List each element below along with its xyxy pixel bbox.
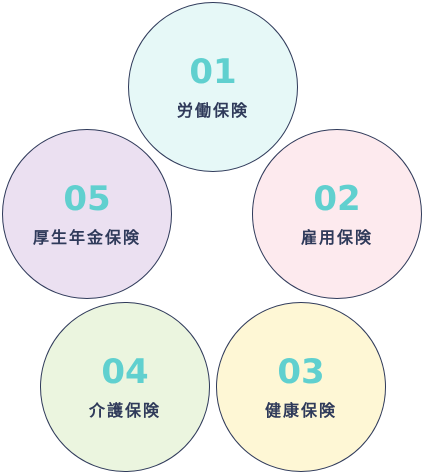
circle-number: 05 [63, 179, 111, 219]
circle-label: 健康保険 [264, 401, 337, 420]
circle-number: 01 [189, 52, 237, 92]
circle-number: 03 [277, 352, 325, 392]
insurance-circle-02: 02 雇用保険 [252, 129, 422, 299]
insurance-circle-04: 04 介護保険 [40, 302, 210, 472]
circle-label: 厚生年金保険 [32, 228, 141, 247]
insurance-circle-03: 03 健康保険 [216, 302, 386, 472]
circle-label: 労働保険 [176, 101, 249, 120]
circle-number: 04 [101, 352, 149, 392]
insurance-circle-05: 05 厚生年金保険 [2, 129, 172, 299]
circle-label: 雇用保険 [300, 228, 373, 247]
insurance-circle-01: 01 労働保険 [128, 2, 298, 172]
circle-label: 介護保険 [88, 401, 161, 420]
circle-number: 02 [313, 179, 361, 219]
